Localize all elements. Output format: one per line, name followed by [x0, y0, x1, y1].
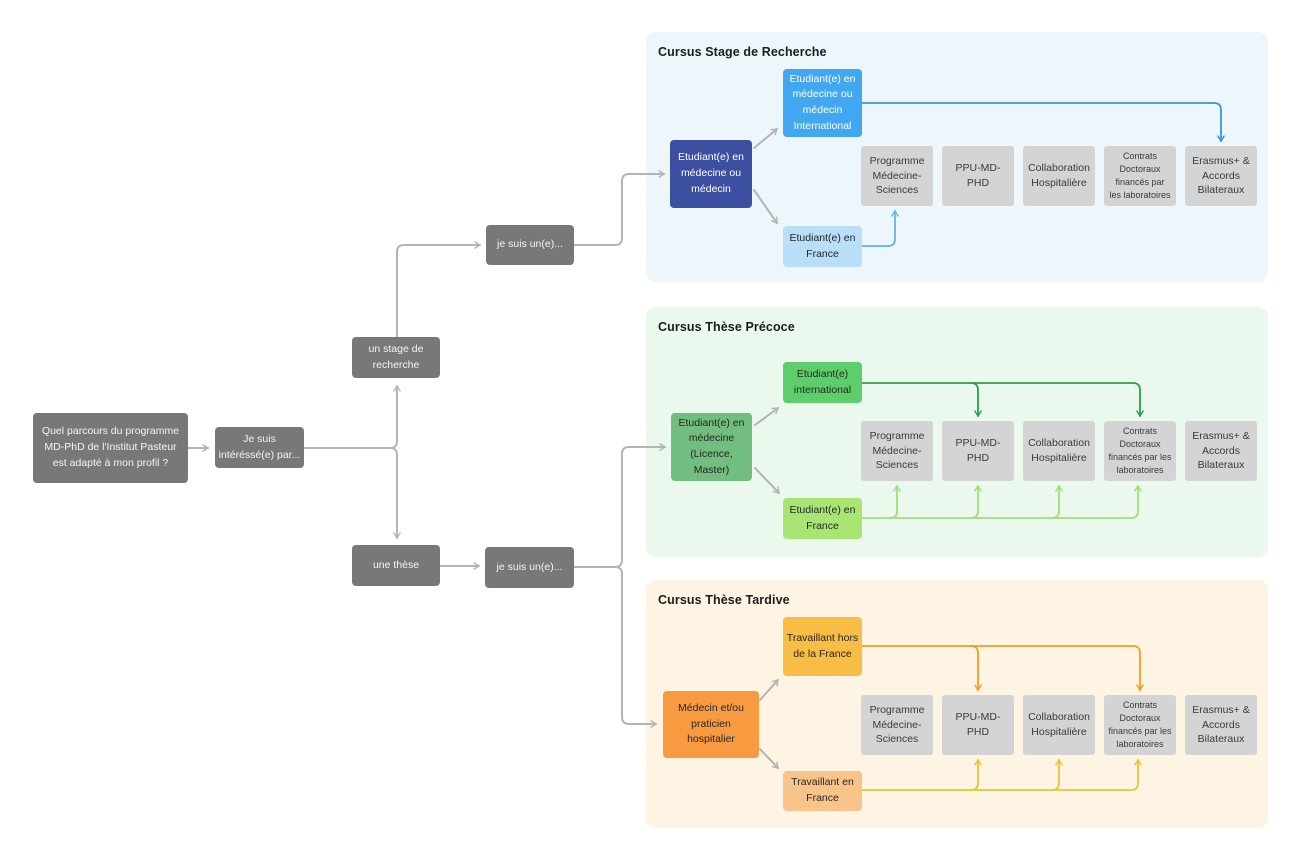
- node-etudiant-en-france-precoce: Etudiant(e) en France: [783, 498, 862, 539]
- node-programme-medecine-sciences-precoce: Programme Médecine- Sciences: [861, 421, 933, 481]
- node-travaillant-en-france: Travaillant en France: [783, 771, 862, 811]
- node-erasmus-accords-bilateraux-tardive: Erasmus+ & Accords Bilateraux: [1185, 695, 1257, 755]
- node-travaillant-hors-de-la-france: Travaillant hors de la France: [783, 617, 862, 676]
- node-programme-medecine-sciences-stage: Programme Médecine- Sciences: [861, 146, 933, 206]
- node-un-stage-de-recherche: un stage de recherche: [352, 337, 440, 378]
- node-etudiant-en-france-stage: Etudiant(e) en France: [783, 226, 862, 267]
- node-contrats-doctoraux-precoce: Contrats Doctoraux financés par les labo…: [1104, 421, 1176, 481]
- section-title-stage: Cursus Stage de Recherche: [658, 45, 827, 59]
- node-contrats-doctoraux-stage: Contrats Doctoraux financés par les labo…: [1104, 146, 1176, 206]
- node-collaboration-hospitaliere-precoce: Collaboration Hospitalière: [1023, 421, 1095, 481]
- section-title-tardive: Cursus Thèse Tardive: [658, 593, 790, 607]
- connector: [396, 241, 482, 338]
- section-title-precoce: Cursus Thèse Précoce: [658, 320, 795, 334]
- node-erasmus-accords-bilateraux-stage: Erasmus+ & Accords Bilateraux: [1185, 146, 1257, 206]
- node-ppu-md-phd-tardive: PPU-MD- PHD: [942, 695, 1014, 755]
- node-medecin-praticien-hospitalier: Médecin et/ou praticien hospitalier: [663, 691, 759, 758]
- connector: [303, 447, 401, 540]
- node-question-parcours-md-phd: Quel parcours du programme MD-PhD de l'I…: [33, 413, 188, 483]
- node-erasmus-accords-bilateraux-precoce: Erasmus+ & Accords Bilateraux: [1185, 421, 1257, 481]
- node-je-suis-un-e-these: je suis un(e)...: [485, 547, 574, 588]
- node-une-these: une thèse: [352, 545, 440, 586]
- node-je-suis-un-e-stage: je suis un(e)...: [486, 225, 574, 265]
- node-je-suis-interesse-par: Je suis intéréssé(e) par...: [215, 427, 304, 468]
- node-etudiant-medecine-ou-medecin: Etudiant(e) en médecine ou médecin: [670, 140, 752, 208]
- connector: [303, 384, 401, 449]
- node-programme-medecine-sciences-tardive: Programme Médecine- Sciences: [861, 695, 933, 755]
- node-etudiant-medecine-licence-master: Etudiant(e) en médecine (Licence, Master…: [671, 413, 752, 481]
- node-collaboration-hospitaliere-tardive: Collaboration Hospitalière: [1023, 695, 1095, 755]
- node-etudiant-medecine-international: Etudiant(e) en médecine ou médecin Inter…: [783, 69, 862, 137]
- node-collaboration-hospitaliere-stage: Collaboration Hospitalière: [1023, 146, 1095, 206]
- node-ppu-md-phd-stage: PPU-MD- PHD: [942, 146, 1014, 206]
- node-ppu-md-phd-precoce: PPU-MD- PHD: [942, 421, 1014, 481]
- connector: [573, 566, 658, 728]
- node-contrats-doctoraux-tardive: Contrats Doctoraux financés par les labo…: [1104, 695, 1176, 755]
- node-etudiant-international-precoce: Etudiant(e) international: [783, 362, 862, 403]
